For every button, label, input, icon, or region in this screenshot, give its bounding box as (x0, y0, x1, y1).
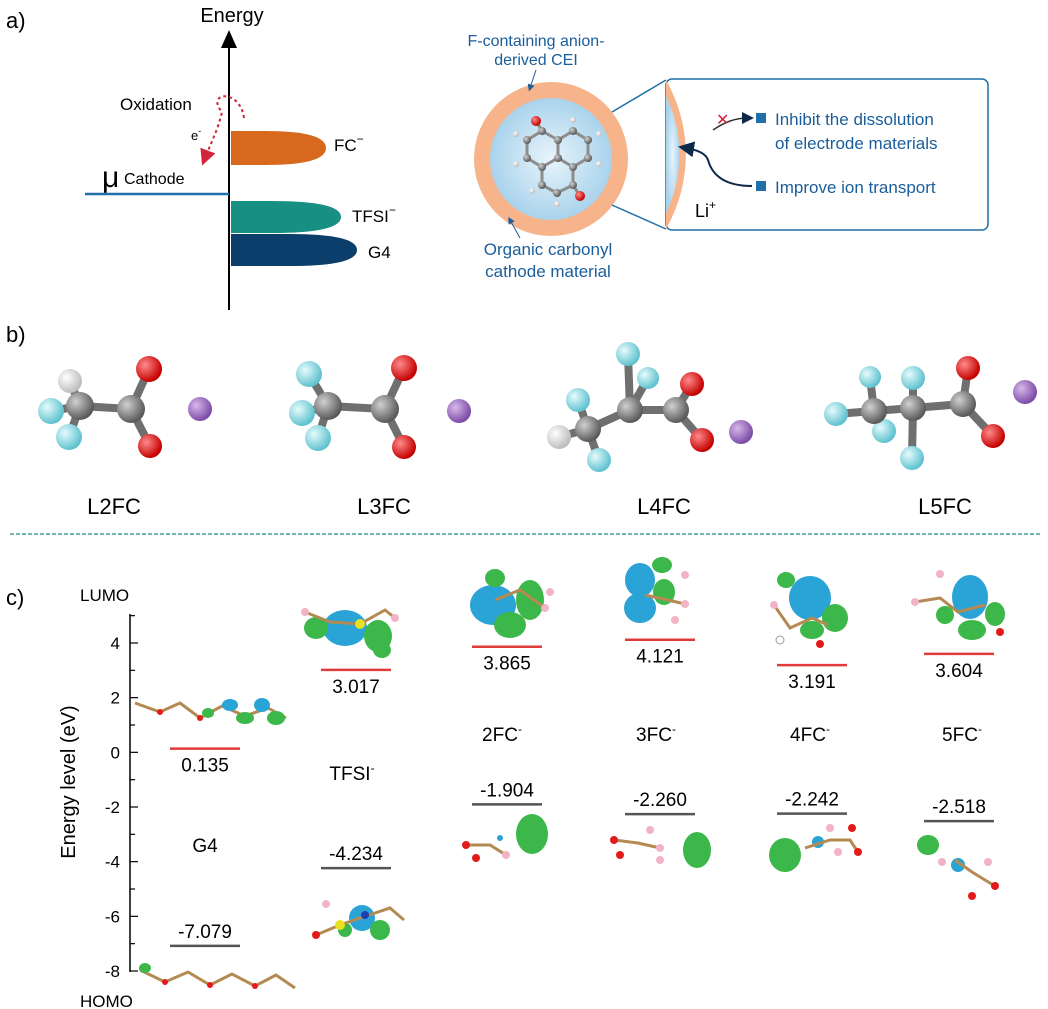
species-label-5fc: 5FC- (942, 722, 982, 746)
y-tick-label: 0 (111, 743, 120, 762)
l3fc-label: L3FC (357, 494, 411, 519)
block-cross-icon: ✕ (716, 112, 729, 129)
y-tick-label: 2 (111, 689, 120, 708)
lumo-value-tfsi: 3.017 (332, 677, 380, 698)
electron-label: e- (191, 126, 201, 143)
homo-value-4fc: -2.242 (785, 790, 839, 811)
l2fc-label: L2FC (87, 494, 141, 519)
y-tick-label: -2 (105, 798, 120, 817)
species-label-3fc: 3FC- (636, 722, 676, 746)
3fc-lumo-orbital (624, 557, 689, 624)
species-label-tfsi: TFSI- (329, 761, 374, 785)
g4-band-label: G4 (368, 243, 391, 262)
homo-value-g4: -7.079 (178, 922, 232, 943)
li-ion-label: Li+ (695, 198, 716, 221)
g4-band (231, 234, 357, 266)
tfsi-lumo-orbital (301, 608, 399, 658)
l4fc-label: L4FC (637, 494, 691, 519)
energy-levels: 0.135 -7.079 3.017 -4.234 3.865 -1.904 4.121 -2… (170, 638, 994, 948)
2fc-lumo-orbital (470, 569, 554, 638)
tfsi-homo-orbital (312, 900, 405, 940)
energy-axis-arrowhead (221, 30, 237, 48)
y-tick-label: -6 (105, 907, 120, 926)
cathode-core (490, 98, 612, 220)
3fc-homo-orbital (610, 826, 711, 868)
bullet-square-2 (756, 181, 766, 191)
oxidation-arrow (200, 95, 245, 166)
panel-a: a) Energy FC− TFSI− G4 μ Cathode Oxidati… (6, 5, 989, 310)
4fc-lumo-orbital (770, 572, 848, 648)
lumo-value-3fc: 4.121 (636, 647, 684, 668)
cei-pointer (527, 69, 537, 92)
species-label-4fc: 4FC- (790, 722, 830, 746)
5fc-homo-orbital (917, 835, 999, 900)
panel-c: c) LUMO HOMO Energy level (eV) 4 2 0 -2 -4 -6… (6, 557, 1005, 1009)
species-label-2fc: 2FC- (482, 722, 522, 746)
species-label-g4: G4 (192, 836, 218, 857)
homo-label: HOMO (80, 992, 133, 1009)
2fc-homo-orbital (462, 814, 548, 862)
y-axis-ticks: 4 2 0 -2 -4 -6 -8 (105, 615, 138, 981)
bullet-2: Improve ion transport (775, 178, 936, 197)
dissolution-arrow (712, 112, 754, 131)
tfsi-band-label: TFSI− (352, 203, 396, 226)
panel-b: b) L2FC (6, 322, 1037, 519)
bullet-1-line2: of electrode materials (775, 134, 938, 153)
oxidation-label: Oxidation (120, 95, 192, 114)
panel-c-label: c) (6, 585, 24, 610)
5fc-lumo-orbital (911, 570, 1005, 640)
lumo-label: LUMO (80, 586, 129, 605)
bullet-square-1 (756, 113, 766, 123)
homo-value-tfsi: -4.234 (329, 844, 383, 865)
li-transport-arrow (678, 141, 753, 187)
g4-homo-orbital (139, 963, 296, 990)
panel-a-label: a) (6, 8, 26, 33)
cei-label-line1: F-containing anion- (468, 33, 605, 50)
particle-label-line1: Organic carbonyl (484, 240, 613, 259)
zoom-core-slice (666, 96, 680, 213)
y-tick-label: -8 (105, 962, 120, 981)
lumo-value-g4: 0.135 (181, 756, 229, 777)
lumo-value-5fc: 3.604 (935, 661, 983, 682)
y-axis-title: Energy level (eV) (58, 705, 80, 858)
panel-b-label: b) (6, 322, 26, 347)
mu-symbol: μ (102, 161, 119, 194)
y-tick-label: -4 (105, 853, 120, 872)
homo-value-2fc: -1.904 (480, 780, 534, 801)
molecule-atoms (513, 116, 602, 207)
lumo-value-2fc: 3.865 (483, 654, 531, 675)
y-tick-label: 4 (111, 634, 120, 653)
particle-label-line2: cathode material (485, 262, 611, 281)
zoom-line-top (611, 79, 667, 113)
zoom-line-bottom (611, 204, 667, 230)
energy-axis-label: Energy (200, 5, 263, 27)
bullet-1-line1: Inhibit the dissolution (775, 110, 934, 129)
fc-band-label: FC− (334, 132, 364, 155)
mu-cathode-subscript: Cathode (124, 171, 185, 188)
l4fc-molecule (547, 342, 753, 472)
l5fc-label: L5FC (918, 494, 972, 519)
homo-value-5fc: -2.518 (932, 797, 986, 818)
l2fc-molecule (38, 356, 212, 458)
l5fc-molecule (824, 356, 1037, 470)
4fc-homo-orbital (769, 824, 862, 872)
l3fc-molecule (289, 355, 471, 459)
lumo-value-4fc: 3.191 (788, 672, 836, 693)
tfsi-band (231, 201, 341, 233)
fc-band (231, 131, 326, 165)
cei-label-line2: derived CEI (494, 52, 578, 69)
particle-pointer (508, 216, 521, 239)
g4-lumo-orbital (134, 698, 287, 725)
homo-value-3fc: -2.260 (633, 790, 687, 811)
